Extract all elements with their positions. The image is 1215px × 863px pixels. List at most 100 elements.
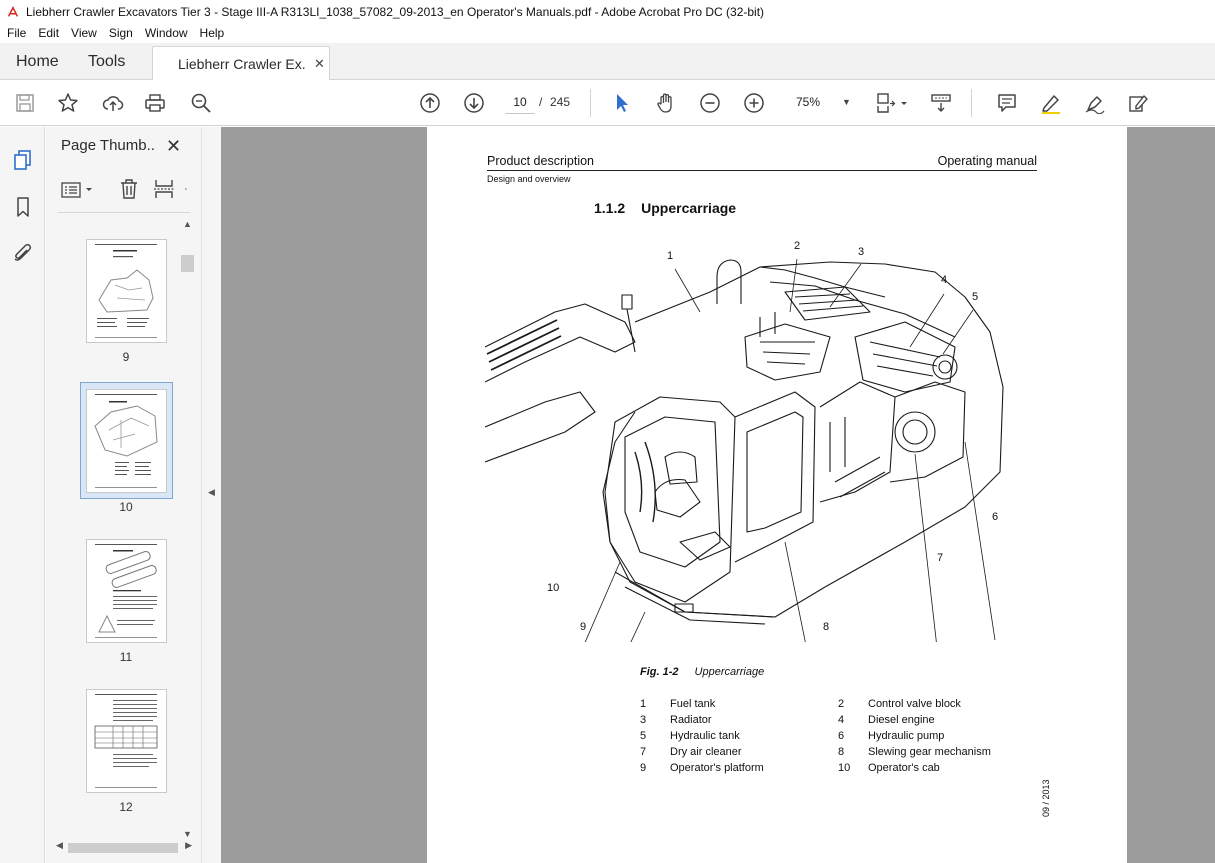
- page-header-right: Operating manual: [937, 154, 1037, 168]
- thumbnail-page-9[interactable]: [86, 239, 167, 343]
- scroll-mode-icon[interactable]: [929, 91, 953, 115]
- thumbnail-options-icon[interactable]: [61, 181, 97, 199]
- panel-divider: [58, 212, 190, 213]
- page-subheader: Design and overview: [487, 174, 571, 184]
- thumbnail-label-10: 10: [119, 500, 133, 514]
- zoom-dropdown[interactable]: 75% ▼: [786, 90, 854, 114]
- acrobat-logo-icon: [7, 5, 19, 17]
- save-icon[interactable]: [13, 91, 37, 115]
- zoom-in-icon[interactable]: [742, 91, 766, 115]
- page-fit-icon[interactable]: [874, 91, 898, 115]
- fill-sign-icon[interactable]: [1126, 91, 1150, 115]
- figure-number: Fig. 1-2: [640, 666, 679, 678]
- zoom-out-icon[interactable]: [698, 91, 722, 115]
- attachments-icon[interactable]: [10, 240, 36, 266]
- figure-callout-6: 6: [992, 511, 999, 523]
- thumbnails-scrollbar[interactable]: ▲ ▼: [180, 219, 195, 839]
- header-rule: [487, 170, 1037, 171]
- tab-home[interactable]: Home: [16, 53, 59, 70]
- bookmark-star-icon[interactable]: [56, 91, 80, 115]
- panel-title: Page Thumb...: [61, 137, 156, 154]
- more-options-icon[interactable]: ·: [184, 183, 188, 195]
- title-bar: Liebherr Crawler Excavators Tier 3 - Sta…: [0, 0, 1215, 23]
- comment-icon[interactable]: [995, 91, 1019, 115]
- zoom-value: 75%: [796, 95, 821, 109]
- menu-help[interactable]: Help: [199, 26, 225, 40]
- tab-tools[interactable]: Tools: [88, 53, 126, 70]
- page-thumbnails-icon[interactable]: [10, 147, 36, 173]
- figure-callout-7: 7: [937, 552, 944, 564]
- highlight-pen-icon[interactable]: [1039, 91, 1063, 115]
- document-viewport[interactable]: Product description Operating manual Des…: [221, 127, 1215, 863]
- menu-bar: File Edit View Sign Window Help: [0, 23, 1215, 43]
- tab-document[interactable]: Liebherr Crawler Ex... ✕: [152, 46, 330, 81]
- insert-pages-icon[interactable]: [153, 178, 175, 200]
- thumbnail-content: [94, 394, 158, 488]
- zoom-search-icon[interactable]: [189, 91, 213, 115]
- toolbar-divider: [590, 89, 591, 117]
- collapse-panel-icon[interactable]: ◀: [208, 487, 215, 497]
- figure-caption-text: Uppercarriage: [694, 666, 765, 678]
- tab-strip: Home Tools Liebherr Crawler Ex... ✕: [0, 43, 1215, 81]
- previous-page-icon[interactable]: [418, 91, 442, 115]
- hand-tool-icon[interactable]: [654, 91, 678, 115]
- next-page-icon[interactable]: [462, 91, 486, 115]
- figure-callout-3: 3: [858, 246, 865, 258]
- thumbnail-page-11[interactable]: [86, 539, 167, 643]
- thumbnail-page-10[interactable]: [86, 389, 167, 493]
- menu-edit[interactable]: Edit: [38, 26, 60, 40]
- toolbar-divider: [971, 89, 972, 117]
- thumbnail-page-12[interactable]: [86, 689, 167, 793]
- scroll-thumb[interactable]: [181, 255, 194, 272]
- thumbnail-content: [95, 544, 157, 638]
- scroll-up-icon[interactable]: ▲: [183, 219, 192, 229]
- horizontal-scroll-thumb[interactable]: [68, 843, 178, 853]
- figure-callout-5: 5: [972, 291, 979, 303]
- navigation-rail: [0, 127, 45, 863]
- figure-callout-4: 4: [941, 274, 948, 286]
- page-header-left: Product description: [487, 154, 595, 168]
- menu-view[interactable]: View: [71, 26, 97, 40]
- page-fit-dropdown-icon[interactable]: [898, 91, 910, 115]
- thumbnail-content: [94, 694, 158, 788]
- thumbnails-horizontal-scrollbar[interactable]: ◀ ▶: [54, 840, 194, 855]
- sign-pen-icon[interactable]: [1083, 91, 1107, 115]
- menu-file[interactable]: File: [7, 26, 27, 40]
- scroll-down-icon[interactable]: ▼: [183, 829, 192, 839]
- thumbnail-label-9: 9: [122, 350, 130, 364]
- scroll-right-icon[interactable]: ▶: [185, 840, 192, 850]
- tab-document-label: Liebherr Crawler Ex...: [178, 56, 306, 72]
- close-tab-icon[interactable]: ✕: [314, 56, 325, 71]
- bookmarks-icon[interactable]: [10, 194, 36, 220]
- page-separator: /: [539, 95, 543, 109]
- section-title: Uppercarriage: [641, 200, 737, 216]
- page-footer-date: 09 / 2013: [1041, 779, 1051, 817]
- pdf-page: Product description Operating manual Des…: [427, 127, 1127, 863]
- menu-window[interactable]: Window: [144, 26, 188, 40]
- print-icon[interactable]: [143, 91, 167, 115]
- upload-cloud-icon[interactable]: [101, 91, 125, 115]
- chevron-down-icon: ▼: [842, 97, 851, 107]
- figure-callout-9: 9: [580, 621, 587, 633]
- menu-sign[interactable]: Sign: [108, 26, 133, 40]
- figure-callout-1: 1: [667, 250, 674, 262]
- figure-callout-10: 10: [547, 582, 560, 594]
- main-toolbar: [0, 80, 1215, 126]
- delete-trash-icon[interactable]: [119, 178, 139, 200]
- panel-collapse-strip[interactable]: ◀: [201, 127, 221, 863]
- uppercarriage-illustration: [485, 258, 1004, 642]
- page-number-input[interactable]: 10: [505, 90, 535, 114]
- scroll-left-icon[interactable]: ◀: [56, 840, 63, 850]
- select-cursor-icon[interactable]: [610, 91, 634, 115]
- close-panel-icon[interactable]: ✕: [166, 136, 182, 156]
